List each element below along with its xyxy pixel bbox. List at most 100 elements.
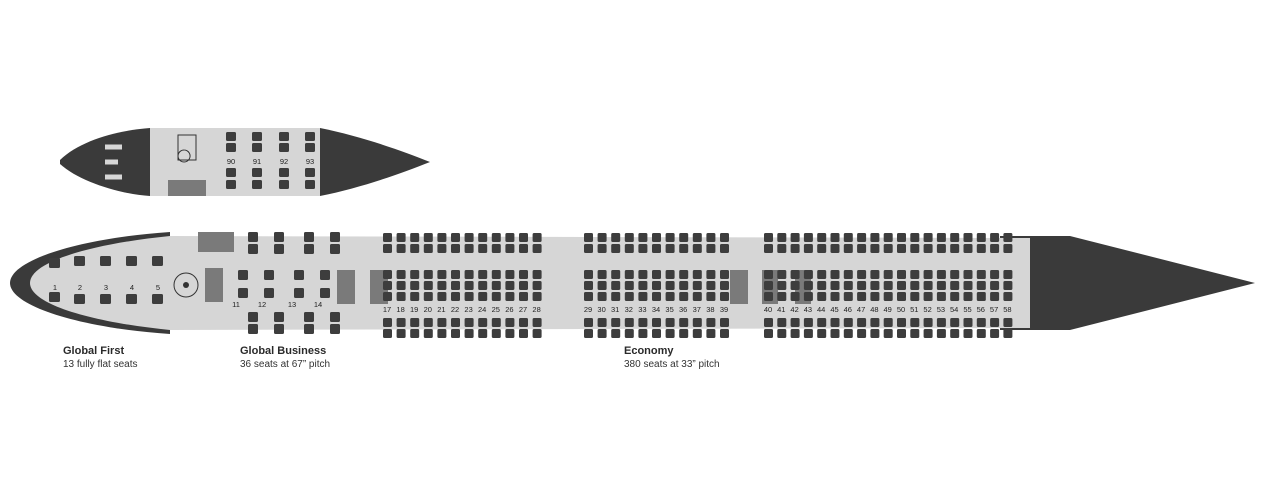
seat[interactable] bbox=[706, 270, 716, 279]
seat[interactable] bbox=[464, 270, 474, 279]
seat[interactable] bbox=[611, 329, 621, 338]
seat[interactable] bbox=[652, 292, 661, 301]
seat[interactable] bbox=[74, 256, 85, 266]
seat[interactable] bbox=[910, 233, 920, 242]
seat[interactable] bbox=[923, 233, 933, 242]
seat[interactable] bbox=[264, 288, 274, 298]
seat[interactable] bbox=[665, 318, 675, 327]
seat[interactable] bbox=[49, 258, 60, 268]
seat[interactable] bbox=[305, 143, 315, 152]
seat[interactable] bbox=[274, 244, 284, 254]
seat[interactable] bbox=[679, 329, 689, 338]
seat[interactable] bbox=[584, 233, 593, 242]
seat[interactable] bbox=[532, 244, 542, 253]
seat[interactable] bbox=[519, 233, 528, 242]
seat[interactable] bbox=[990, 281, 1000, 290]
seat[interactable] bbox=[252, 143, 262, 152]
seat[interactable] bbox=[857, 233, 867, 242]
seat[interactable] bbox=[692, 318, 702, 327]
seat[interactable] bbox=[396, 244, 406, 253]
seat[interactable] bbox=[396, 233, 406, 242]
seat[interactable] bbox=[624, 233, 634, 242]
seat[interactable] bbox=[883, 270, 893, 279]
seat[interactable] bbox=[936, 329, 946, 338]
seat[interactable] bbox=[383, 244, 392, 253]
seat[interactable] bbox=[679, 318, 689, 327]
seat[interactable] bbox=[1003, 270, 1013, 279]
seat[interactable] bbox=[451, 292, 460, 301]
seat[interactable] bbox=[764, 281, 773, 290]
seat[interactable] bbox=[294, 270, 304, 280]
seat[interactable] bbox=[803, 281, 813, 290]
seat[interactable] bbox=[720, 318, 729, 327]
seat[interactable] bbox=[777, 244, 787, 253]
seat[interactable] bbox=[843, 292, 853, 301]
seat[interactable] bbox=[519, 244, 528, 253]
seat[interactable] bbox=[777, 281, 787, 290]
seat[interactable] bbox=[478, 233, 488, 242]
seat[interactable] bbox=[843, 329, 853, 338]
seat[interactable] bbox=[679, 292, 689, 301]
seat[interactable] bbox=[679, 244, 689, 253]
seat[interactable] bbox=[410, 329, 420, 338]
seat[interactable] bbox=[665, 281, 675, 290]
seat[interactable] bbox=[830, 233, 840, 242]
seat[interactable] bbox=[464, 233, 474, 242]
seat[interactable] bbox=[803, 318, 813, 327]
seat[interactable] bbox=[248, 312, 258, 322]
seat[interactable] bbox=[248, 324, 258, 334]
seat[interactable] bbox=[777, 329, 787, 338]
seat[interactable] bbox=[950, 281, 960, 290]
seat[interactable] bbox=[410, 244, 420, 253]
seat[interactable] bbox=[1003, 233, 1013, 242]
seat[interactable] bbox=[679, 281, 689, 290]
seat[interactable] bbox=[990, 270, 1000, 279]
seat[interactable] bbox=[383, 281, 392, 290]
seat[interactable] bbox=[491, 281, 501, 290]
seat[interactable] bbox=[491, 233, 501, 242]
seat[interactable] bbox=[652, 244, 661, 253]
seat[interactable] bbox=[624, 329, 634, 338]
seat[interactable] bbox=[294, 288, 304, 298]
seat[interactable] bbox=[505, 318, 515, 327]
seat[interactable] bbox=[897, 281, 906, 290]
seat[interactable] bbox=[252, 168, 262, 177]
seat[interactable] bbox=[883, 318, 893, 327]
seat[interactable] bbox=[720, 244, 729, 253]
seat[interactable] bbox=[279, 168, 289, 177]
seat[interactable] bbox=[830, 281, 840, 290]
seat[interactable] bbox=[437, 292, 447, 301]
seat[interactable] bbox=[870, 318, 880, 327]
seat[interactable] bbox=[584, 244, 593, 253]
seat[interactable] bbox=[597, 281, 607, 290]
seat[interactable] bbox=[883, 329, 893, 338]
seat[interactable] bbox=[532, 233, 542, 242]
seat[interactable] bbox=[611, 270, 621, 279]
seat[interactable] bbox=[305, 168, 315, 177]
seat[interactable] bbox=[396, 318, 406, 327]
seat[interactable] bbox=[830, 329, 840, 338]
seat[interactable] bbox=[126, 256, 137, 266]
seat[interactable] bbox=[764, 318, 773, 327]
seat[interactable] bbox=[897, 318, 906, 327]
seat[interactable] bbox=[720, 270, 729, 279]
seat[interactable] bbox=[950, 233, 960, 242]
seat[interactable] bbox=[638, 329, 648, 338]
seat[interactable] bbox=[464, 281, 474, 290]
seat[interactable] bbox=[830, 244, 840, 253]
seat[interactable] bbox=[843, 270, 853, 279]
seat[interactable] bbox=[611, 281, 621, 290]
seat[interactable] bbox=[910, 292, 920, 301]
seat[interactable] bbox=[584, 292, 593, 301]
seat[interactable] bbox=[990, 318, 1000, 327]
seat[interactable] bbox=[790, 244, 800, 253]
seat[interactable] bbox=[923, 292, 933, 301]
seat[interactable] bbox=[652, 329, 661, 338]
seat[interactable] bbox=[624, 244, 634, 253]
seat[interactable] bbox=[491, 244, 501, 253]
seat[interactable] bbox=[830, 318, 840, 327]
seat[interactable] bbox=[274, 312, 284, 322]
seat[interactable] bbox=[304, 244, 314, 254]
seat[interactable] bbox=[790, 329, 800, 338]
seat[interactable] bbox=[638, 281, 648, 290]
